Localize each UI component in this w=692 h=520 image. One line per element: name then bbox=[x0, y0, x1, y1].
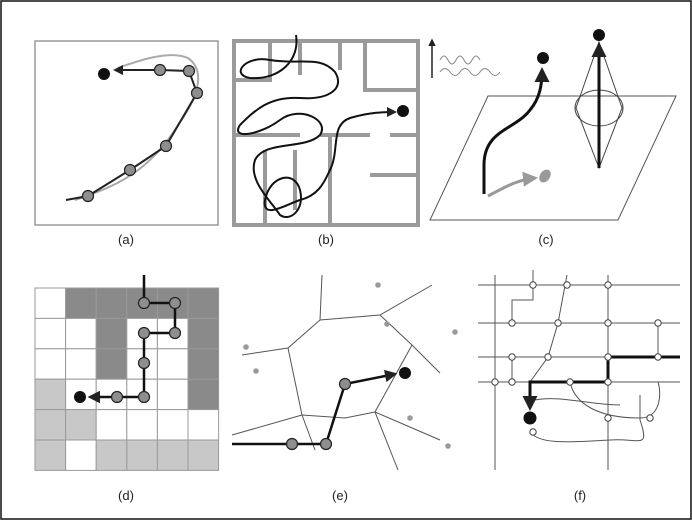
panel-e-node bbox=[285, 437, 299, 451]
panel-d-grid-cell bbox=[95, 409, 128, 441]
panel-b-label: (b) bbox=[318, 232, 334, 247]
panel-c-signal-1 bbox=[439, 55, 481, 65]
panel-c-endpoint bbox=[537, 52, 549, 64]
panel-e-seed bbox=[445, 443, 451, 449]
panel-e: (e) bbox=[231, 274, 458, 503]
panel-c-gray-marker bbox=[539, 169, 551, 183]
panel-d-node bbox=[137, 326, 151, 340]
panel-d-grid-cell bbox=[65, 287, 97, 319]
panel-c-ground-plane bbox=[429, 95, 677, 221]
panel-d-grid bbox=[34, 287, 220, 471]
panel-e-label: (e) bbox=[332, 488, 348, 503]
panel-d-grid-cell bbox=[126, 439, 158, 471]
panel-d-node bbox=[110, 390, 124, 404]
panel-d-grid-cell bbox=[34, 378, 67, 411]
panel-e-seed bbox=[407, 415, 413, 421]
panel-a-node bbox=[159, 139, 173, 153]
panel-d-node bbox=[168, 296, 182, 310]
panel-d-grid-cell bbox=[156, 439, 189, 471]
panel-e-seed bbox=[243, 344, 249, 350]
panel-f-label: (f) bbox=[574, 488, 586, 503]
panel-d-node bbox=[137, 356, 151, 370]
panel-f-endpoint bbox=[523, 411, 537, 425]
panel-d-grid-cell bbox=[187, 439, 220, 471]
panel-d-grid-cell bbox=[65, 317, 97, 350]
panel-d-grid-cell bbox=[156, 378, 189, 411]
panel-d-grid-cell bbox=[95, 287, 128, 319]
panel-c: (c) bbox=[428, 29, 677, 247]
panel-c-rising-path bbox=[482, 67, 550, 194]
panel-c-top-endpoint bbox=[593, 29, 605, 41]
panel-d-grid-cell bbox=[95, 317, 128, 350]
panel-e-seed bbox=[253, 368, 259, 374]
panel-c-signal-2 bbox=[439, 68, 501, 76]
panel-e-seed bbox=[452, 329, 458, 335]
panel-d-node bbox=[137, 390, 151, 404]
panel-d-grid-cell bbox=[187, 409, 220, 441]
panel-d-grid-cell bbox=[126, 409, 158, 441]
panel-d-grid-cell bbox=[187, 287, 220, 319]
panel-a-node bbox=[81, 189, 95, 203]
panel-b: (b) bbox=[232, 34, 420, 247]
panel-d-grid-cell bbox=[187, 317, 220, 350]
panel-d-grid-cell bbox=[95, 439, 128, 471]
panel-d-grid-cell bbox=[34, 287, 67, 319]
panel-d-grid-cell bbox=[34, 348, 67, 380]
panel-a-label: (a) bbox=[118, 232, 134, 247]
panel-d-grid-cell bbox=[95, 348, 128, 380]
panel-f: (f) bbox=[478, 270, 680, 503]
panel-b-endpoint bbox=[397, 105, 409, 117]
panel-d-grid-cell bbox=[187, 348, 220, 380]
panel-d-node bbox=[168, 326, 182, 340]
panel-f-road-network bbox=[478, 270, 680, 470]
panel-d-grid-cell bbox=[34, 409, 67, 441]
panel-b-trajectory bbox=[237, 34, 397, 218]
panel-a-node bbox=[153, 63, 167, 77]
panel-d-grid-cell bbox=[65, 348, 97, 380]
panel-e-seed bbox=[375, 282, 381, 288]
panel-d-label: (d) bbox=[118, 488, 134, 503]
panel-d-grid-cell bbox=[156, 409, 189, 441]
panel-d: (d) bbox=[34, 275, 220, 503]
panel-a-endpoint bbox=[98, 68, 110, 80]
panel-f-intersections bbox=[491, 281, 662, 436]
panel-d-grid-cell bbox=[34, 317, 67, 350]
panel-e-path bbox=[232, 369, 398, 446]
panel-e-voronoi-edges bbox=[231, 274, 441, 471]
panel-e-endpoint bbox=[399, 367, 411, 379]
panel-d-grid-cell bbox=[34, 439, 67, 471]
panel-d-grid-cell bbox=[65, 439, 97, 471]
panel-a-node bbox=[182, 64, 196, 78]
panel-d-grid-cell bbox=[187, 378, 220, 411]
panel-d-node bbox=[137, 296, 151, 310]
panel-c-label: (c) bbox=[538, 232, 553, 247]
panel-a-node bbox=[190, 86, 204, 100]
panel-a: (a) bbox=[34, 40, 219, 247]
panel-d-grid-cell bbox=[156, 348, 189, 380]
panel-b-walls bbox=[236, 41, 418, 225]
panel-d-grid-cell bbox=[65, 409, 97, 441]
panel-e-seed bbox=[384, 321, 390, 327]
panel-e-node bbox=[319, 437, 333, 451]
panel-e-node bbox=[338, 377, 352, 391]
panel-d-endpoint bbox=[74, 391, 86, 403]
panel-c-gray-path bbox=[487, 171, 538, 198]
panel-a-node bbox=[123, 163, 137, 177]
